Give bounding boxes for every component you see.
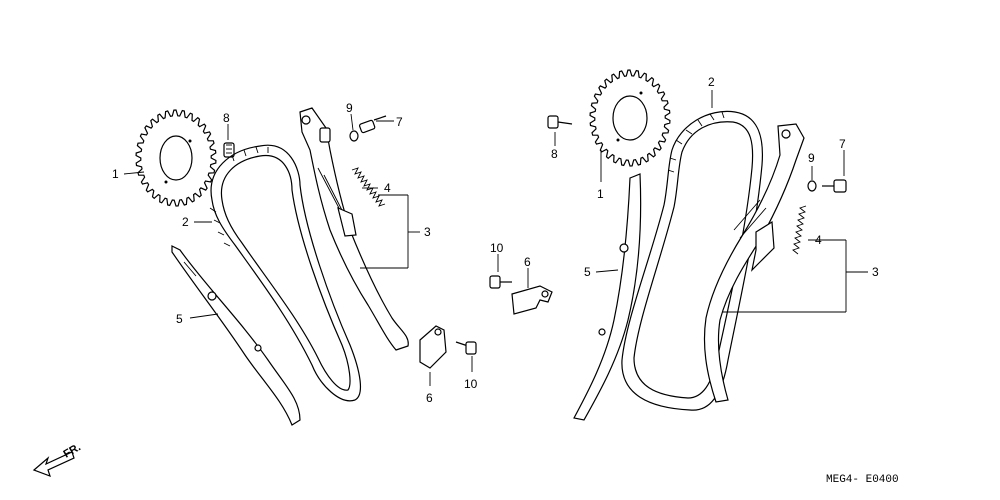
left-tensioner-spring[interactable] <box>351 167 386 207</box>
right-sprocket-bolt[interactable] <box>547 115 573 129</box>
right-callout-8: 8 <box>551 147 558 161</box>
right-callout-3: 3 <box>872 265 879 279</box>
middle-bracket-upper[interactable] <box>511 285 553 315</box>
left-cam-sprocket[interactable] <box>135 109 217 207</box>
left-chain-tensioner[interactable] <box>299 107 409 351</box>
right-callout-5: 5 <box>584 265 591 279</box>
middle-callout-10-lower: 10 <box>464 377 478 391</box>
right-chain-tensioner[interactable] <box>703 123 805 403</box>
middle-parts: 10 6 6 10 <box>419 241 553 405</box>
right-assembly: 2 1 8 9 7 4 3 5 <box>547 69 879 421</box>
direction-label: FR. <box>62 441 83 460</box>
left-tensioner-bolt[interactable] <box>359 115 387 134</box>
right-washer[interactable] <box>807 180 817 192</box>
left-washer[interactable] <box>349 130 359 142</box>
right-tensioner-spring[interactable] <box>792 205 807 255</box>
left-cam-chain[interactable] <box>209 144 362 402</box>
right-callout-4: 4 <box>815 233 822 247</box>
right-chain-guide[interactable] <box>573 173 642 421</box>
left-callout-4: 4 <box>384 181 391 195</box>
left-callout-8: 8 <box>223 111 230 125</box>
middle-callout-6-lower: 6 <box>426 391 433 405</box>
left-callout-7: 7 <box>396 115 403 129</box>
right-callout-9: 9 <box>808 151 815 165</box>
left-callout-5: 5 <box>176 312 183 326</box>
left-callout-9: 9 <box>346 101 353 115</box>
front-direction-arrow-icon: FR. <box>32 441 83 478</box>
left-callout-1: 1 <box>112 167 119 181</box>
left-callout-3: 3 <box>424 225 431 239</box>
middle-callout-10-upper: 10 <box>490 241 504 255</box>
middle-callout-6-upper: 6 <box>524 255 531 269</box>
left-chain-guide[interactable] <box>171 245 301 426</box>
right-tensioner-bolt[interactable] <box>822 179 847 193</box>
right-cam-sprocket[interactable] <box>589 69 671 167</box>
left-assembly: 1 2 8 9 7 4 3 5 <box>112 101 431 426</box>
left-callout-2: 2 <box>182 215 189 229</box>
middle-bracket-lower[interactable] <box>419 325 447 369</box>
middle-bolt-upper[interactable] <box>489 275 512 289</box>
middle-bolt-lower[interactable] <box>455 341 477 355</box>
diagram-code: MEG4- E0400 <box>826 474 899 486</box>
right-callout-1: 1 <box>597 187 604 201</box>
right-callout-7: 7 <box>839 137 846 151</box>
right-callout-2: 2 <box>708 75 715 89</box>
